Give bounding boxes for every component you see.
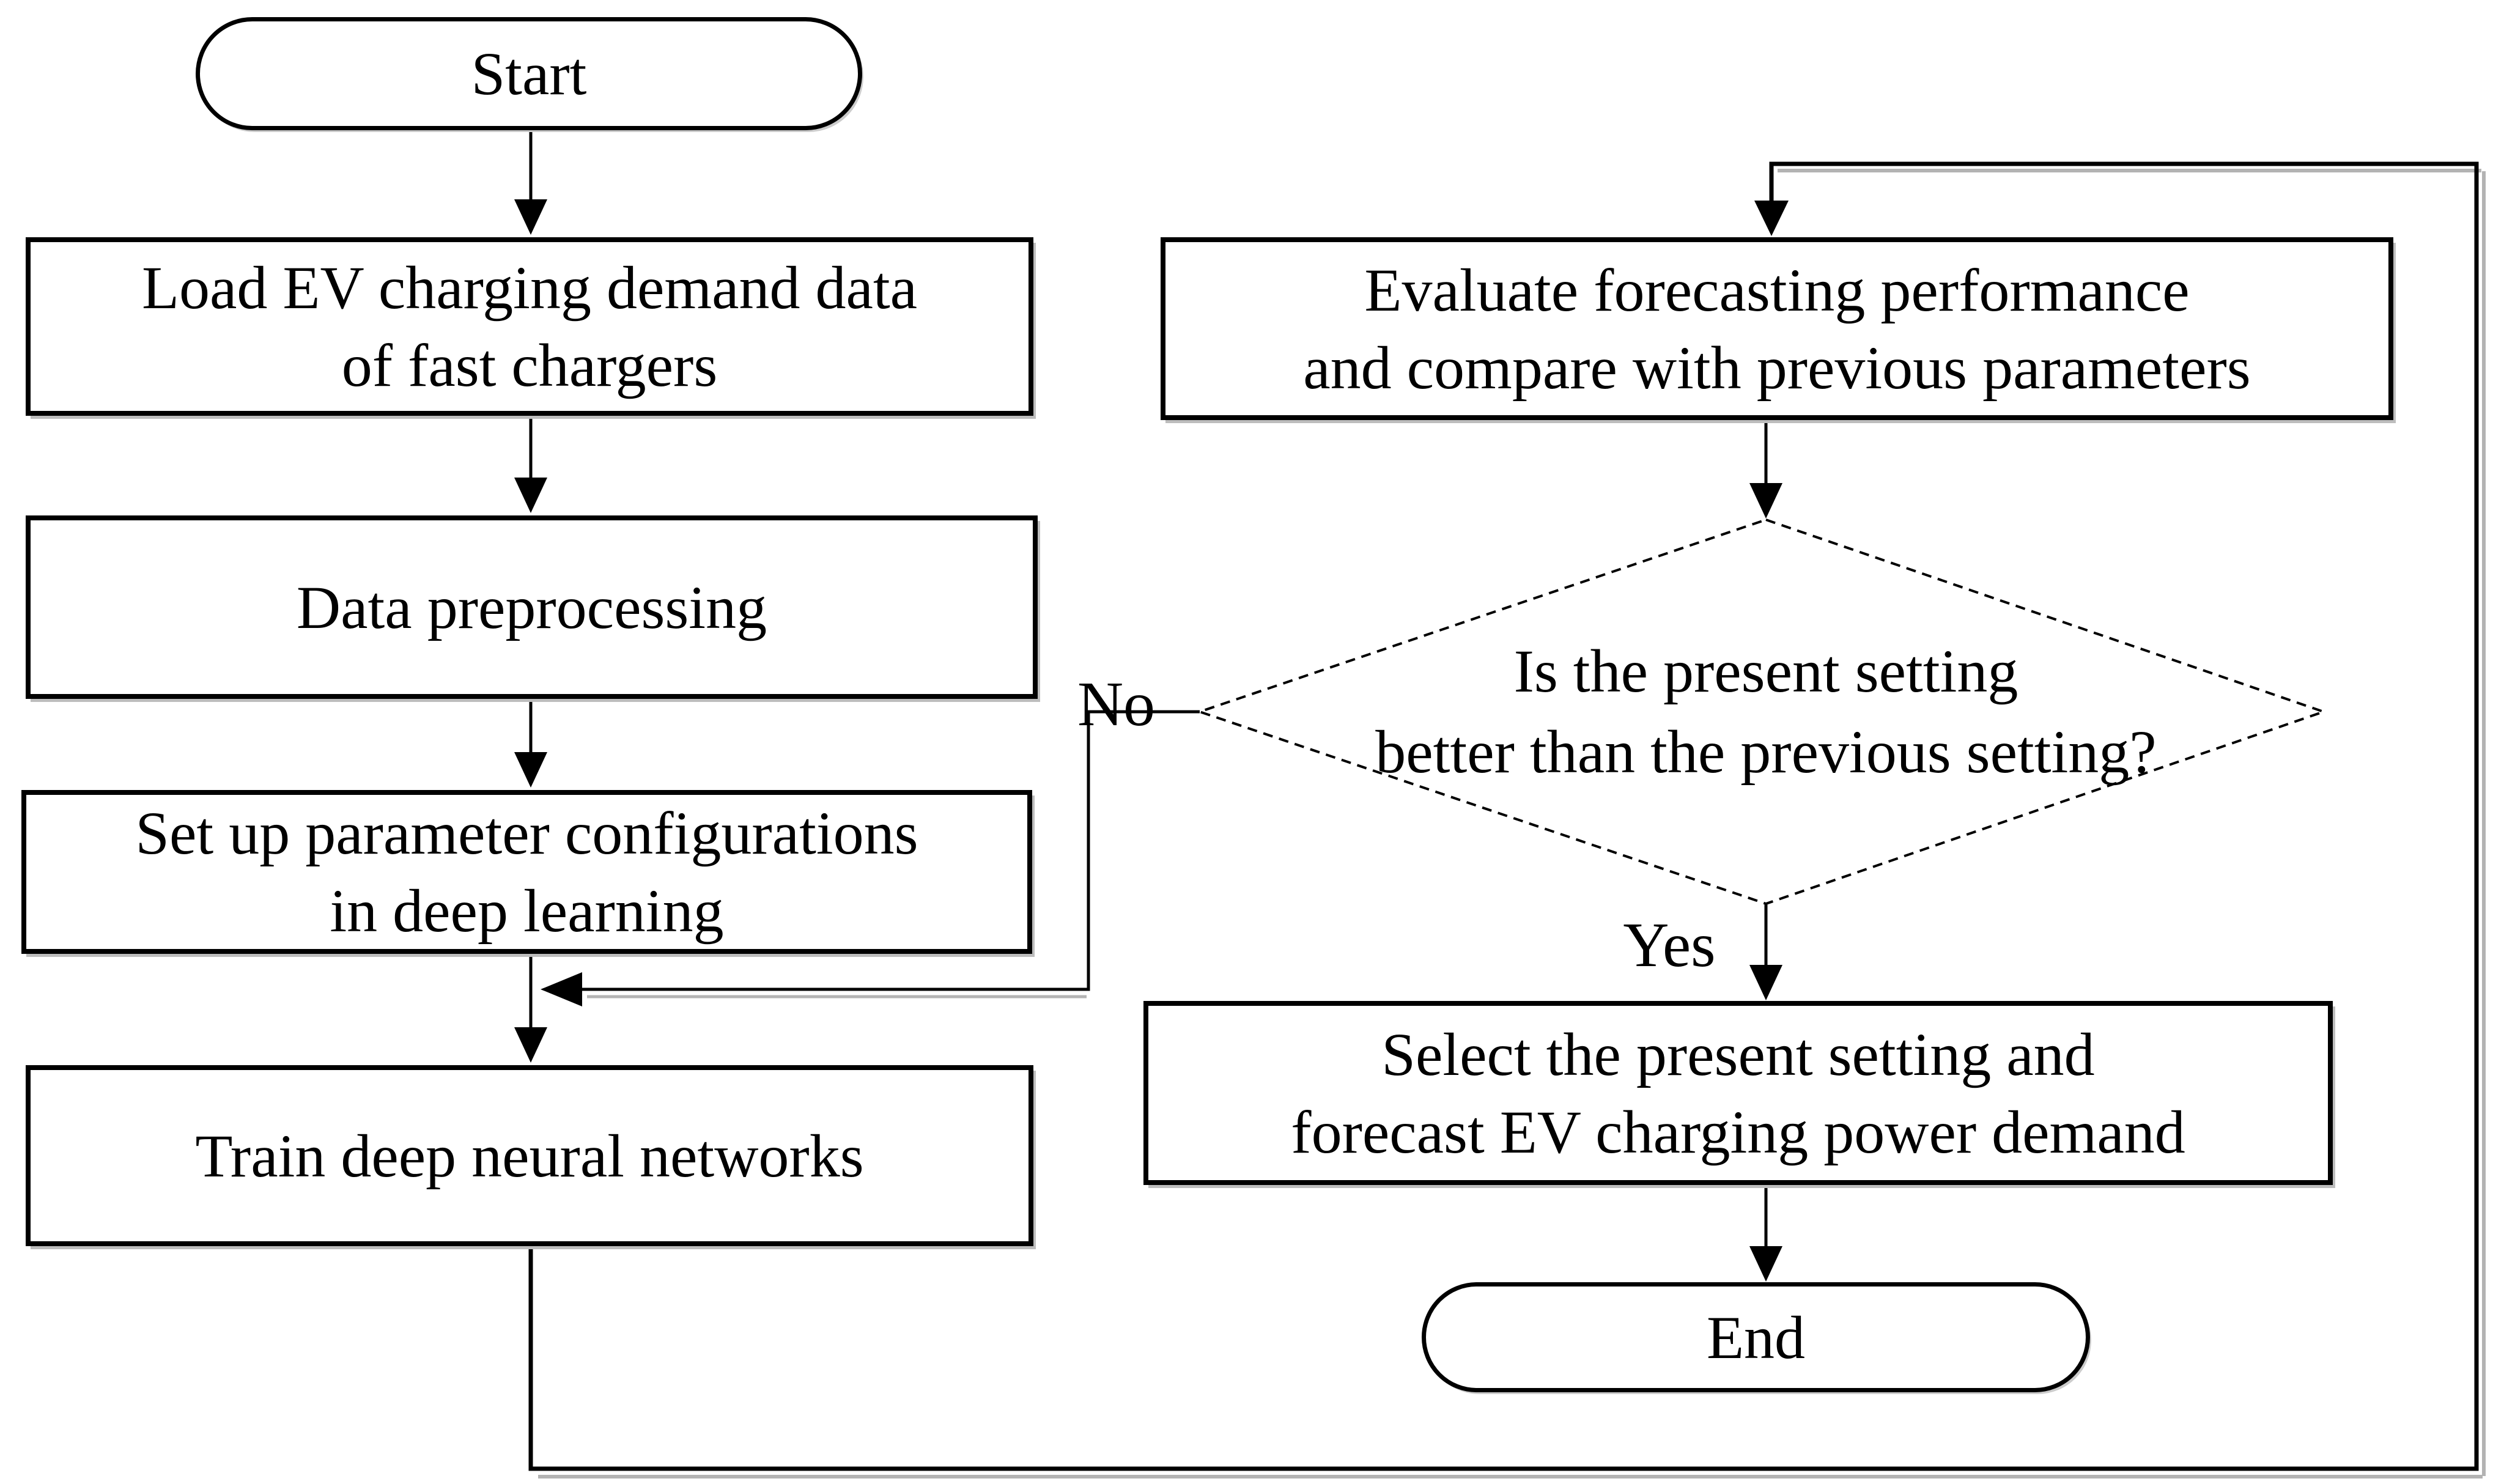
node-preprocess-label: Data preprocessing [296,573,767,641]
arrowhead-into-preprocess [514,478,547,513]
node-select-forecast-line1: Select the present setting and [1381,1020,2095,1088]
node-decision-line2: better than the previous setting? [1375,718,2157,786]
node-load-data: Load EV charging demand data of fast cha… [26,237,1033,416]
edge-train-to-evaluate-loop [528,161,2479,1471]
node-select-forecast: Select the present setting and forecast … [1143,1001,2333,1185]
node-end-label: End [1706,1303,1806,1371]
arrowhead-into-end [1749,1246,1782,1282]
node-train-label: Train deep neural networks [195,1121,864,1190]
node-train: Train deep neural networks [26,1065,1033,1246]
node-setup-params-line1: Set up parameter configurations [135,799,918,867]
arrowhead-into-decision [1749,483,1782,519]
node-setup-params: Set up parameter configurations in deep … [21,790,1032,954]
arrowhead-into-evaluate [1754,201,1789,236]
node-decision-text: Is the present setting better than the p… [1272,615,2260,809]
node-setup-params-line2: in deep learning [330,877,724,945]
node-load-data-line1: Load EV charging demand data [141,254,918,322]
node-evaluate: Evaluate forecasting performance and com… [1161,237,2393,420]
arrowhead-into-load [514,199,547,235]
edge-decision-no-branch [582,710,1200,991]
arrowhead-into-select [1749,965,1782,1000]
node-start-label: Start [471,40,587,108]
node-load-data-line2: of fast chargers [341,331,718,399]
arrowhead-into-setup [514,752,547,788]
node-end: End [1422,1282,2090,1392]
node-start: Start [196,17,862,130]
node-select-forecast-line2: forecast EV charging power demand [1291,1098,2185,1166]
node-preprocess: Data preprocessing [26,515,1038,699]
edge-label-yes: Yes [1623,910,1716,980]
edge-label-no: No [1077,668,1156,739]
arrowhead-no-into-connector [541,972,582,1006]
node-evaluate-line2: and compare with previous parameters [1303,333,2251,402]
node-decision-line1: Is the present setting [1513,637,2018,705]
node-evaluate-line1: Evaluate forecasting performance [1364,256,2190,324]
arrowhead-into-train [514,1027,547,1063]
